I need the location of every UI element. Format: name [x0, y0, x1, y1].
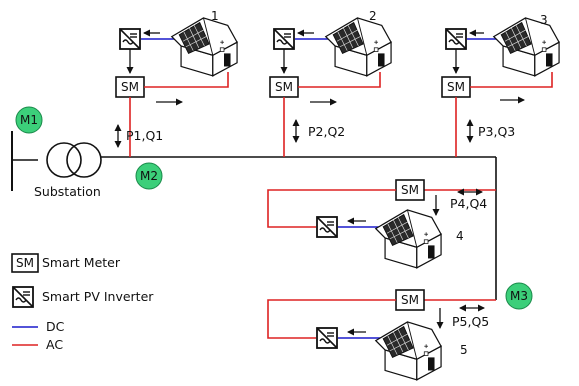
legend-dc: DC	[46, 319, 65, 334]
ac-line-3-house	[470, 72, 553, 88]
house-3-icon	[493, 17, 560, 77]
meter-m3	[505, 282, 533, 310]
meter-m1-label: M1	[20, 113, 38, 127]
ac-line-5-loop	[267, 299, 396, 339]
flow-label-4: P4,Q4	[450, 196, 487, 211]
ac-line-1-house	[144, 72, 229, 88]
house-5-icon	[375, 321, 442, 381]
house-1-group: SM 1 P1,Q1	[114, 9, 238, 157]
legend-sm-symbol: SM	[16, 256, 34, 270]
pv-inverter-3-icon	[445, 28, 467, 50]
smart-meter-2-label: SM	[275, 80, 293, 94]
house-5-number: 5	[460, 343, 468, 357]
house-4-number: 4	[456, 229, 464, 243]
house-3-number: 3	[540, 13, 548, 27]
house-4-icon	[375, 209, 442, 269]
flow-label-5: P5,Q5	[452, 314, 489, 329]
legend-smart-pv-inverter: Smart PV Inverter	[42, 289, 154, 304]
flow-label-3: P3,Q3	[478, 124, 515, 139]
smart-meter-4-label: SM	[401, 183, 419, 197]
transformer-coil-left	[46, 142, 82, 178]
flow-label-1: P1,Q1	[126, 128, 163, 143]
house-2-group: SM 2 P2,Q2	[269, 9, 392, 157]
legend-smart-meter: Smart Meter	[42, 255, 121, 270]
meter-m2-label: M2	[140, 169, 158, 183]
house-1-icon	[171, 17, 238, 77]
flow-label-2: P2,Q2	[308, 124, 345, 139]
house-2-number: 2	[369, 9, 377, 23]
house-1-number: 1	[211, 9, 219, 23]
legend-ac: AC	[46, 337, 63, 352]
pv-inverter-1-icon	[119, 28, 141, 50]
meter-m2	[135, 162, 163, 190]
meter-m3-label: M3	[510, 289, 528, 303]
legend-pv-inverter-icon	[12, 286, 34, 308]
legend-sm-symbol-box	[11, 253, 39, 273]
house-3-group: SM 3 P3,Q3	[441, 13, 560, 157]
ac-line-4-loop	[267, 189, 396, 228]
house-5-group: SM 5 P5,Q5	[267, 289, 496, 381]
pv-inverter-5-icon	[316, 327, 338, 349]
transformer-coil-right	[66, 142, 102, 178]
substation-label: Substation	[34, 184, 101, 199]
smart-meter-1-label: SM	[121, 80, 139, 94]
pv-inverter-2-icon	[273, 28, 295, 50]
smart-meter-5-label: SM	[401, 293, 419, 307]
pv-inverter-4-icon	[316, 216, 338, 238]
house-4-group: SM 4 P4,Q4	[267, 179, 496, 269]
smart-meter-3-label: SM	[447, 80, 465, 94]
house-2-icon	[325, 17, 392, 77]
meter-m1	[15, 106, 43, 134]
ac-line-2-house	[298, 72, 381, 88]
